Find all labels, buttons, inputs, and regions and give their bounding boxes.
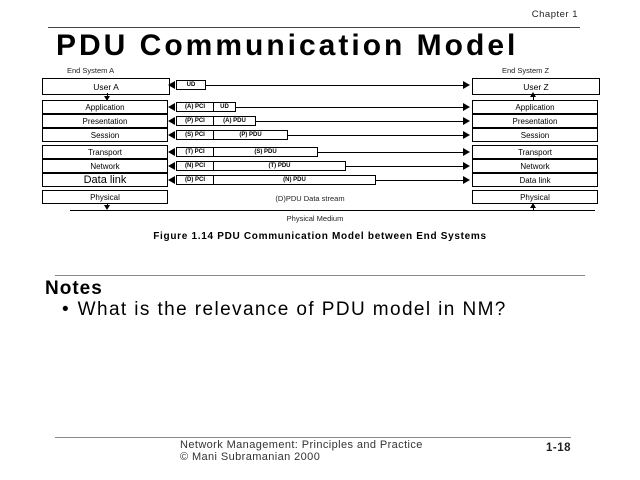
pdu-arrow-right-icon-user — [463, 81, 470, 89]
pdu-transfer-line-application — [236, 107, 463, 108]
application-to-user-z-line — [533, 96, 534, 100]
right-layer-data-link: Data link — [472, 173, 598, 187]
footer-line1: Network Management: Principles and Pract… — [180, 439, 423, 451]
pdu-cell: UD — [186, 82, 196, 88]
pdu-arrow-right-icon-transport — [463, 148, 470, 156]
pdu-transfer-line-presentation — [256, 121, 463, 122]
right-layer-transport: Transport — [472, 145, 598, 159]
data-stream-label: (D)PDU Data stream — [275, 194, 345, 203]
pdu-arrow-right-icon-application — [463, 103, 470, 111]
pdu-arrow-right-icon-network — [463, 162, 470, 170]
pdu-cell: (A) PCI — [177, 103, 214, 111]
pdu-cell: (S) PCI — [177, 131, 214, 139]
left-layer-physical: Physical — [42, 190, 168, 204]
pdu-arrow-right-icon-data-link — [463, 176, 470, 184]
notes-heading: Notes — [45, 278, 103, 299]
bullet-icon: • — [62, 299, 69, 320]
pdu-cell: (S) PDU — [254, 149, 277, 155]
pdu-box-network: (N) PCI (T) PDU — [176, 161, 346, 171]
footer-divider — [55, 437, 571, 438]
pdu-transfer-line-transport — [318, 152, 463, 153]
pdu-box-presentation: (P) PCI (A) PDU — [176, 116, 256, 126]
pdu-cell: (D) PCI — [177, 176, 214, 184]
notes-bullet-item: • What is the relevance of PDU model in N… — [62, 299, 507, 321]
left-layer-session: Session — [42, 128, 168, 142]
left-layer-transport: Transport — [42, 145, 168, 159]
application-to-user-z-arrow-icon — [530, 92, 536, 97]
pdu-box-data-link: (D) PCI (N) PDU — [176, 175, 376, 185]
pdu-cell: (T) PCI — [177, 148, 214, 156]
physical-medium-line — [70, 210, 595, 211]
page-number: 1-18 — [546, 442, 572, 454]
medium-to-physical-line-right — [533, 208, 534, 211]
right-layer-presentation: Presentation — [472, 114, 598, 128]
user-a-to-application-line — [107, 93, 108, 97]
right-layer-physical: Physical — [472, 190, 598, 204]
user-z-box: User Z — [472, 78, 600, 95]
pdu-arrow-right-icon-session — [463, 131, 470, 139]
notes-bullet-text: What is the relevance of PDU model in NM… — [77, 299, 507, 320]
pdu-cell: (A) PDU — [223, 118, 246, 124]
pdu-cell: (T) PDU — [268, 163, 291, 169]
physical-medium-label: Physical Medium — [286, 214, 344, 223]
figure-caption: Figure 1.14 PDU Communication Model betw… — [153, 231, 487, 242]
end-system-a-label: End System A — [67, 66, 115, 75]
pdu-cell: (N) PCI — [177, 162, 214, 170]
footer-credit: Network Management: Principles and Pract… — [180, 439, 423, 463]
pdu-cell: UD — [220, 104, 229, 110]
pdu-arrow-left-icon-presentation — [168, 117, 175, 125]
physical-to-medium-arrow-icon — [104, 205, 110, 210]
chapter-label: Chapter 1 — [531, 9, 578, 20]
pdu-box-session: (S) PCI (P) PDU — [176, 130, 288, 140]
pdu-box-transport: (T) PCI (S) PDU — [176, 147, 318, 157]
left-layer-data-link: Data link — [42, 173, 168, 187]
pdu-box-application: (A) PCI UD — [176, 102, 236, 112]
user-a-box: User A — [42, 78, 170, 95]
pdu-transfer-line-data-link — [376, 180, 463, 181]
left-layer-application: Application — [42, 100, 168, 114]
header-divider — [48, 27, 580, 28]
pdu-cell: (N) PDU — [283, 177, 306, 183]
notes-divider — [55, 275, 585, 276]
pdu-box-user: UD — [176, 80, 206, 90]
right-layer-network: Network — [472, 159, 598, 173]
pdu-arrow-right-icon-presentation — [463, 117, 470, 125]
pdu-arrow-left-icon-user — [168, 81, 175, 89]
user-a-to-application-arrow-icon — [104, 96, 110, 101]
pdu-arrow-left-icon-session — [168, 131, 175, 139]
pdu-arrow-left-icon-application — [168, 103, 175, 111]
footer-line2: © Mani Subramanian 2000 — [180, 451, 321, 463]
pdu-transfer-line-network — [346, 166, 463, 167]
pdu-cell: (P) PCI — [177, 117, 214, 125]
right-layer-application: Application — [472, 100, 598, 114]
right-layer-session: Session — [472, 128, 598, 142]
pdu-cell: (P) PDU — [239, 132, 262, 138]
medium-to-physical-arrow-icon — [530, 203, 536, 208]
pdu-arrow-left-icon-data-link — [168, 176, 175, 184]
end-system-z-label: End System Z — [502, 66, 550, 75]
page-title: PDU Communication Model — [56, 29, 519, 62]
pdu-transfer-line-session — [288, 135, 463, 136]
pdu-arrow-left-icon-transport — [168, 148, 175, 156]
pdu-arrow-left-icon-network — [168, 162, 175, 170]
pdu-transfer-line-user — [206, 85, 463, 86]
left-layer-presentation: Presentation — [42, 114, 168, 128]
left-layer-network: Network — [42, 159, 168, 173]
